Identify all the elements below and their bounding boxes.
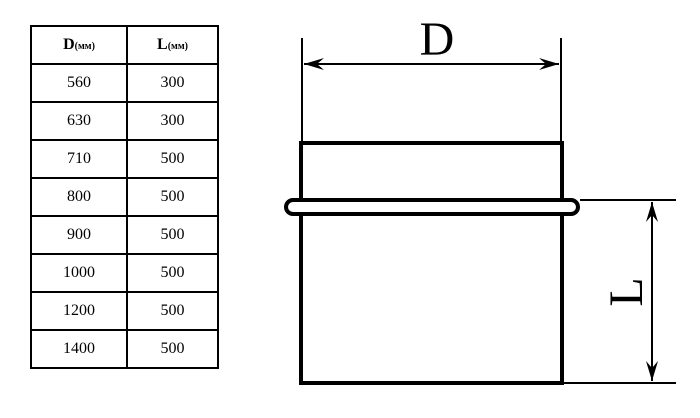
diameter-cell: 710 — [30, 139, 128, 179]
pipe-upper-section — [299, 141, 564, 203]
diameter-cell: 630 — [30, 101, 128, 141]
diameter-cell: 1400 — [30, 329, 128, 369]
diameter-cell: 560 — [30, 63, 128, 103]
length-cell: 300 — [126, 63, 219, 103]
header-length-symbol: L — [157, 36, 168, 53]
diameter-label: D — [420, 13, 455, 66]
table-header-row: D(мм) L(мм) — [30, 25, 219, 65]
length-cell: 500 — [126, 291, 219, 331]
diameter-cell: 800 — [30, 177, 128, 217]
header-diameter-symbol: D — [63, 36, 75, 53]
header-diameter-unit: (мм) — [74, 41, 95, 52]
length-cell: 500 — [126, 253, 219, 293]
pipe-lower-section — [299, 212, 564, 385]
length-cell: 500 — [126, 177, 219, 217]
header-length: L(мм) — [126, 25, 219, 65]
length-label: L — [600, 277, 653, 306]
header-length-unit: (мм) — [167, 41, 188, 52]
diameter-cell: 900 — [30, 215, 128, 255]
diameter-cell: 1000 — [30, 253, 128, 293]
diameter-cell: 1200 — [30, 291, 128, 331]
length-cell: 500 — [126, 139, 219, 179]
length-cell: 300 — [126, 101, 219, 141]
pipe-rib-band — [284, 198, 580, 216]
header-diameter: D(мм) — [30, 25, 128, 65]
length-cell: 500 — [126, 329, 219, 369]
length-cell: 500 — [126, 215, 219, 255]
